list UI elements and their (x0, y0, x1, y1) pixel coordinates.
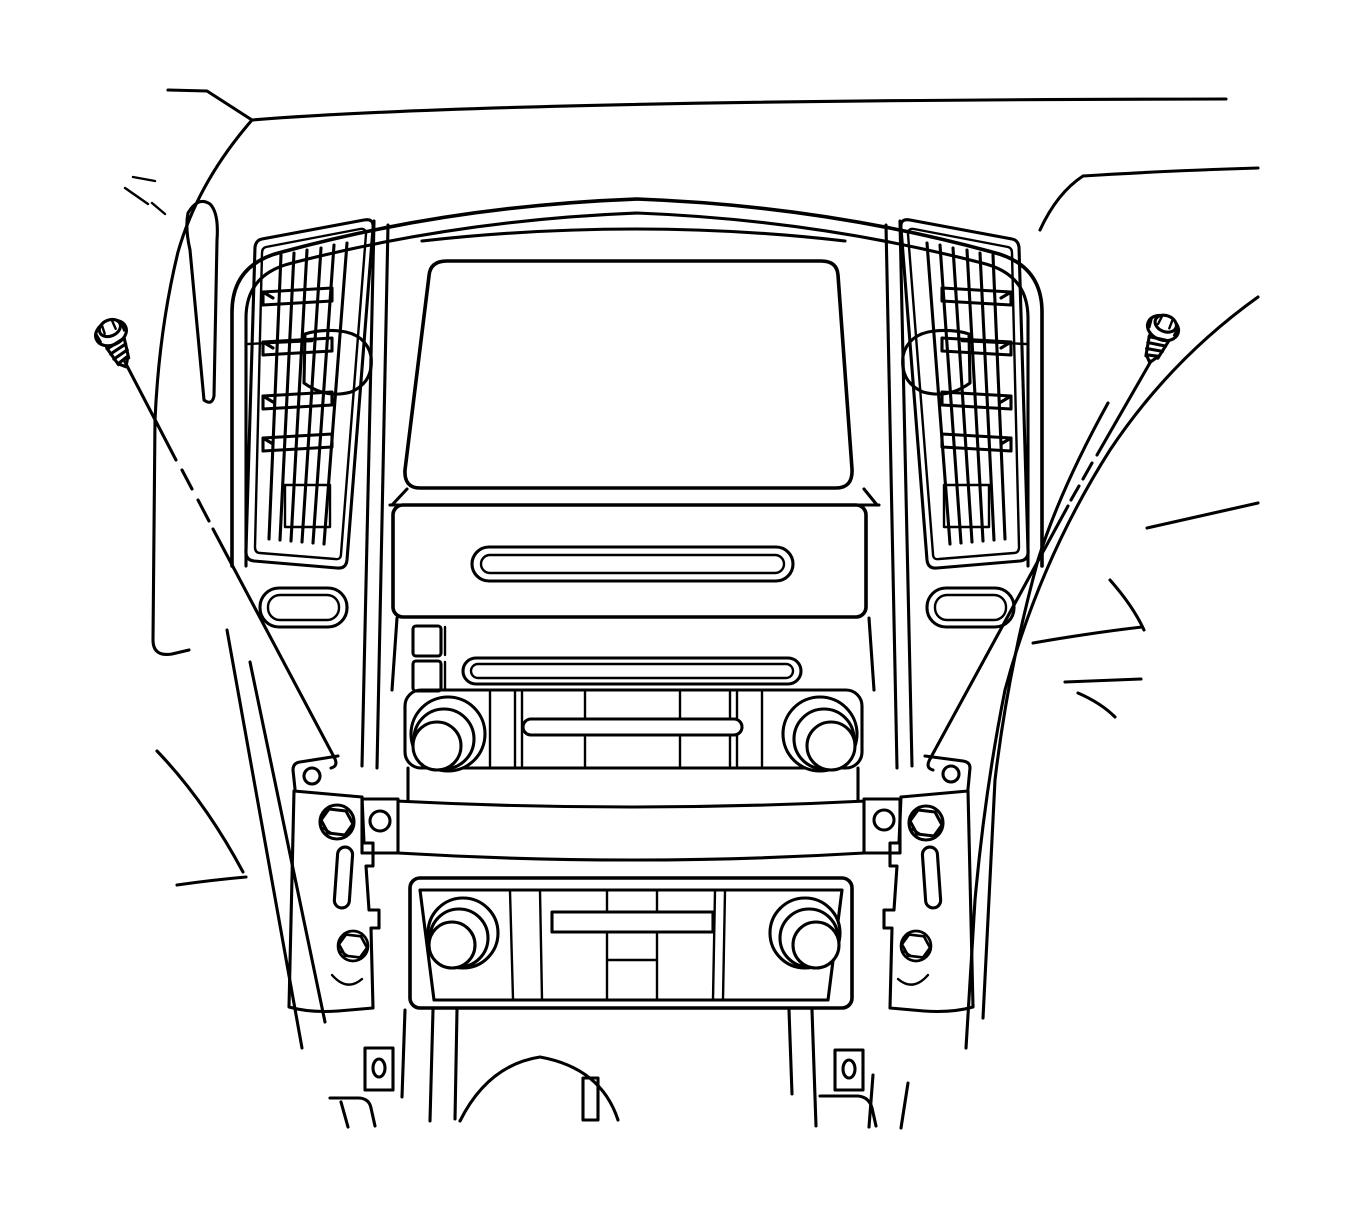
air-vent-right (899, 218, 1030, 629)
screw-left-icon (89, 313, 143, 375)
trim-band (360, 797, 902, 862)
radio-faceplate (391, 503, 868, 693)
screw-hole-right (941, 764, 961, 784)
bracket-bolt (899, 929, 933, 963)
leader-hook-left (329, 755, 338, 770)
vent-slats (940, 286, 1013, 453)
preset-button (411, 624, 447, 658)
screw-hole-left (302, 766, 322, 786)
mounting-tab-right (833, 1048, 865, 1092)
vent-vane-axis (246, 339, 314, 346)
mounting-tab-left (363, 1046, 395, 1092)
vent-vane-axis (960, 339, 1028, 346)
climate-knob-right (768, 896, 842, 970)
leader-hook-right (926, 757, 935, 772)
air-vent-left (244, 218, 375, 629)
bracket-bolt (907, 804, 945, 842)
leader-line-right (928, 359, 1153, 761)
cd-slot (470, 545, 795, 583)
screw-callout-right (926, 308, 1185, 772)
display-slot (461, 656, 803, 686)
knob-row-upper (403, 688, 864, 802)
vent-louvers (267, 241, 349, 546)
console-arch (458, 1055, 620, 1123)
climate-button-bar (550, 910, 715, 934)
rotary-knob-right (781, 695, 859, 773)
screw-right-icon (1133, 308, 1185, 370)
climate-panel (408, 876, 854, 1010)
band-end-left (360, 797, 400, 855)
band-end-right (862, 797, 902, 855)
vent-direction-knob (901, 328, 972, 396)
screw-callout-left (89, 313, 338, 770)
vent-louvers (925, 241, 1007, 546)
vent-slats (261, 286, 334, 453)
vent-direction-knob (302, 328, 373, 396)
bracket-bolt (336, 929, 370, 963)
bracket-left (287, 754, 381, 1014)
lower-console (328, 1008, 910, 1130)
vent-pill-indent-right (925, 586, 1016, 629)
vent-lower-frame (942, 483, 991, 529)
bracket-bolt (318, 803, 356, 841)
rotary-knob-left (409, 695, 487, 773)
adjust-slot (920, 845, 943, 910)
nav-screen (403, 259, 854, 490)
leader-line-left (123, 360, 336, 759)
center-stack-bezel (230, 197, 1044, 770)
preset-button (411, 659, 447, 693)
dashboard-top-pad (123, 88, 1260, 656)
console-center-tab (581, 1076, 600, 1122)
tuner-bar (521, 717, 744, 737)
adjust-slot (332, 845, 355, 910)
vent-pill-indent-left (258, 586, 349, 629)
vent-lower-frame (283, 483, 332, 529)
bracket-right (882, 754, 975, 1014)
climate-knob-left (426, 896, 500, 970)
